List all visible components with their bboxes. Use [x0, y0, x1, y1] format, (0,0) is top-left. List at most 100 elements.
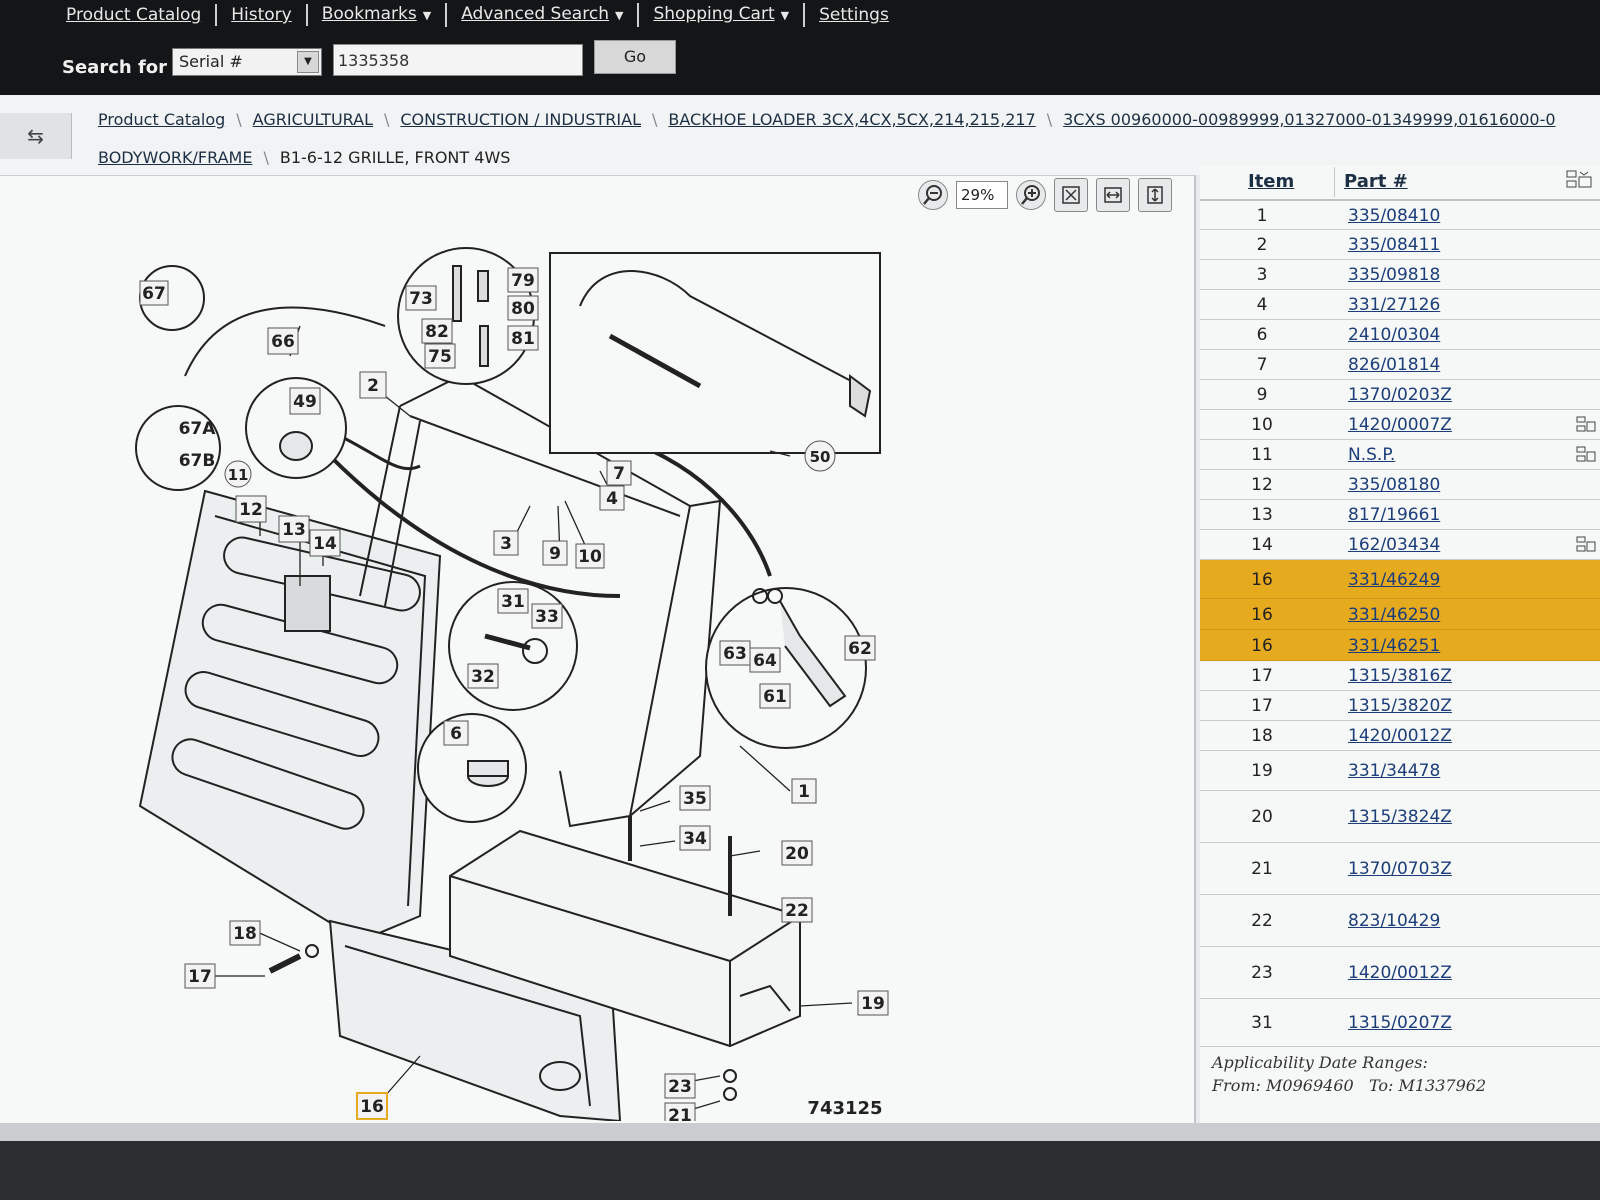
- part-number-link[interactable]: 826/01814: [1348, 355, 1441, 375]
- part-number-link[interactable]: 335/08180: [1348, 475, 1441, 495]
- callout-21[interactable]: 21: [664, 1102, 696, 1121]
- callout-61[interactable]: 61: [759, 683, 791, 709]
- crumb-serial-range[interactable]: 3CXS 00960000-00989999,01327000-01349999…: [1063, 110, 1556, 129]
- column-header-item[interactable]: Item: [1248, 171, 1295, 192]
- part-number-link[interactable]: 331/34478: [1348, 761, 1441, 781]
- callout-16[interactable]: 16: [356, 1092, 388, 1120]
- column-header-part[interactable]: Part #: [1344, 171, 1408, 192]
- callout-23[interactable]: 23: [664, 1073, 696, 1099]
- swap-icon[interactable]: ⇆: [0, 113, 72, 159]
- callout-17[interactable]: 17: [184, 963, 216, 989]
- callout-19[interactable]: 19: [857, 990, 889, 1016]
- crumb-construction[interactable]: CONSTRUCTION / INDUSTRIAL: [400, 110, 641, 129]
- callout-13[interactable]: 13: [278, 515, 310, 543]
- note-icon[interactable]: [1576, 415, 1596, 435]
- note-icon[interactable]: [1576, 535, 1596, 555]
- callout-2[interactable]: 2: [359, 371, 387, 399]
- part-number-link[interactable]: 1315/3820Z: [1348, 696, 1452, 716]
- callout-6[interactable]: 6: [443, 720, 469, 746]
- part-number-link[interactable]: 1315/3816Z: [1348, 666, 1452, 686]
- menu-advanced-search[interactable]: Advanced Search▼: [447, 3, 640, 27]
- menu-product-catalog[interactable]: Product Catalog: [52, 4, 218, 26]
- zoom-out-icon[interactable]: [918, 180, 948, 210]
- part-number-link[interactable]: 331/46250: [1348, 605, 1441, 625]
- fit-width-icon[interactable]: [1096, 178, 1130, 212]
- callout-1[interactable]: 1: [791, 778, 817, 804]
- part-number-link[interactable]: 335/09818: [1348, 265, 1441, 285]
- part-number-link[interactable]: 335/08410: [1348, 206, 1441, 226]
- crumb-product-catalog[interactable]: Product Catalog: [98, 110, 226, 129]
- columns-icon[interactable]: [1566, 169, 1592, 191]
- callout-62[interactable]: 62: [844, 635, 876, 661]
- callout-67[interactable]: 67: [139, 280, 169, 306]
- crumb-bodywork-frame[interactable]: BODYWORK/FRAME: [98, 148, 253, 167]
- callout-82[interactable]: 82: [421, 318, 453, 344]
- part-number-link[interactable]: 1420/0012Z: [1348, 963, 1452, 983]
- callout-10[interactable]: 10: [575, 543, 605, 569]
- zoom-level-field[interactable]: 29%: [956, 181, 1008, 209]
- part-number-link[interactable]: 162/03434: [1348, 535, 1441, 555]
- callout-34[interactable]: 34: [679, 825, 711, 851]
- crumb-backhoe-loader[interactable]: BACKHOE LOADER 3CX,4CX,5CX,214,215,217: [668, 110, 1036, 129]
- part-number-link[interactable]: 331/46251: [1348, 636, 1441, 656]
- callout-35[interactable]: 35: [679, 785, 711, 811]
- part-number-link[interactable]: 1420/0012Z: [1348, 726, 1452, 746]
- callout-18[interactable]: 18: [229, 920, 261, 946]
- part-number-link[interactable]: 2410/0304: [1348, 325, 1441, 345]
- callout-33[interactable]: 33: [531, 603, 563, 629]
- callout-75[interactable]: 75: [424, 343, 456, 369]
- callout-12[interactable]: 12: [235, 495, 267, 523]
- part-number-link[interactable]: 331/27126: [1348, 295, 1441, 315]
- dropdown-arrow-icon[interactable]: ▼: [297, 51, 319, 73]
- part-number-link[interactable]: 1315/0207Z: [1348, 1013, 1452, 1033]
- note-icon[interactable]: [1576, 445, 1596, 465]
- callout-49[interactable]: 49: [289, 387, 321, 415]
- callout-4[interactable]: 4: [599, 485, 625, 511]
- part-number-link[interactable]: N.S.P.: [1348, 445, 1396, 465]
- part-number-link[interactable]: 331/46249: [1348, 570, 1441, 590]
- callout-32[interactable]: 32: [467, 663, 499, 689]
- search-type-select[interactable]: Serial # ▼: [172, 48, 322, 76]
- menu-shopping-cart[interactable]: Shopping Cart▼: [639, 3, 806, 27]
- part-number-link[interactable]: 817/19661: [1348, 505, 1441, 525]
- part-number-link[interactable]: 1315/3824Z: [1348, 807, 1452, 827]
- callout-3[interactable]: 3: [493, 530, 519, 556]
- callout-14[interactable]: 14: [309, 529, 341, 557]
- search-input[interactable]: [333, 44, 583, 76]
- callout-73[interactable]: 73: [405, 285, 437, 311]
- callout-50[interactable]: 50: [804, 440, 836, 472]
- callout-22[interactable]: 22: [781, 897, 813, 923]
- part-number-link[interactable]: 823/10429: [1348, 911, 1441, 931]
- callout-9[interactable]: 9: [542, 540, 568, 566]
- callout-67a[interactable]: 67A: [179, 419, 217, 439]
- crumb-agricultural[interactable]: AGRICULTURAL: [252, 110, 373, 129]
- part-number-link[interactable]: 1370/0203Z: [1348, 385, 1452, 405]
- go-button[interactable]: Go: [594, 40, 676, 74]
- callout-66[interactable]: 66: [267, 327, 299, 355]
- fit-page-icon[interactable]: [1054, 178, 1088, 212]
- callout-64[interactable]: 64: [749, 647, 781, 673]
- callout-79[interactable]: 79: [507, 267, 539, 293]
